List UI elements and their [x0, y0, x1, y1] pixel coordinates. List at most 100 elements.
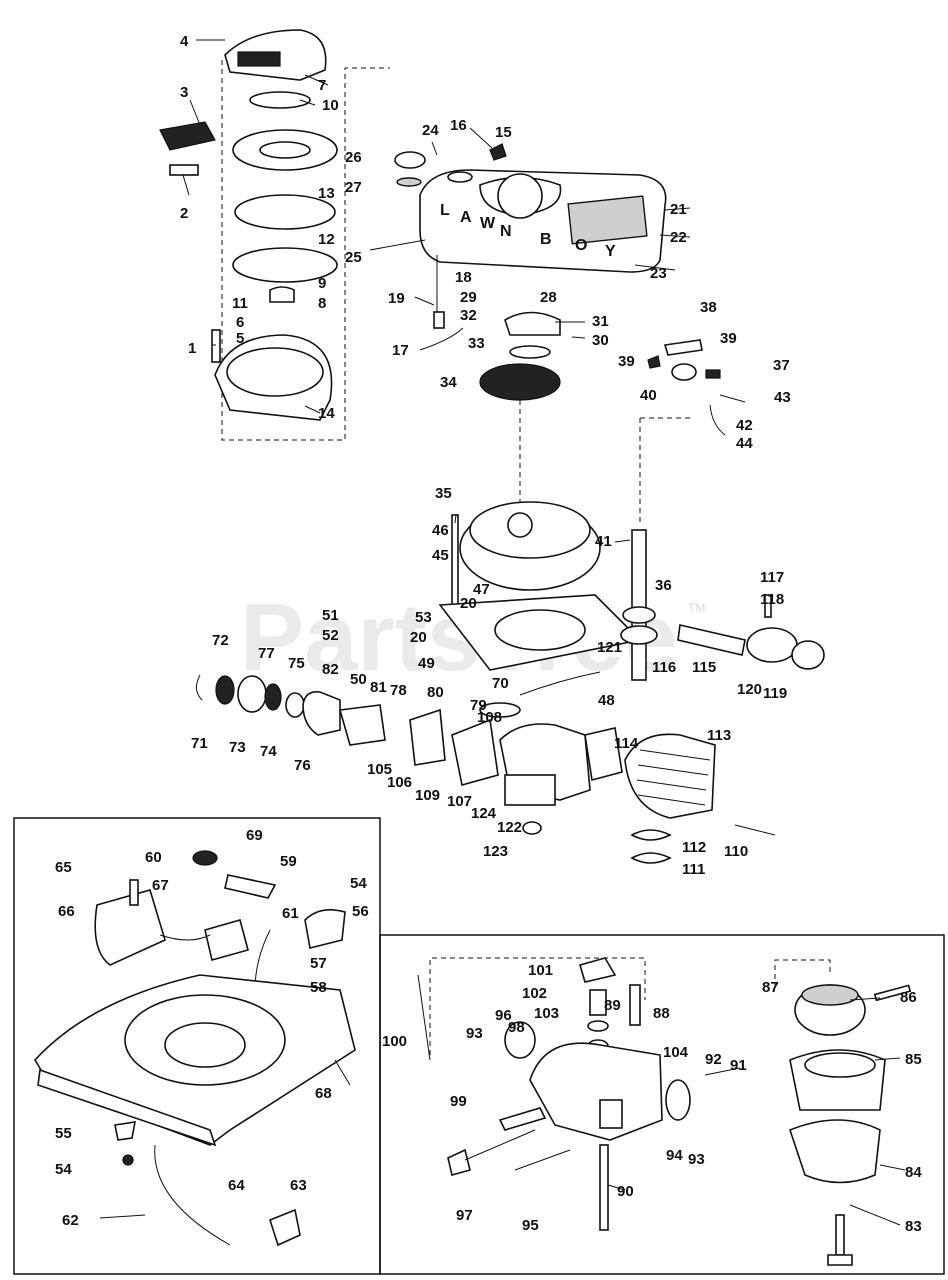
callout-52: 52	[322, 627, 339, 644]
callout-59: 59	[280, 853, 297, 870]
callout-39: 39	[720, 330, 737, 347]
callout-84: 84	[905, 1164, 922, 1181]
callout-99: 99	[450, 1093, 467, 1110]
flywheel-crankshaft	[438, 501, 825, 696]
brand-letter: Y	[605, 243, 616, 260]
callout-100: 100	[382, 1033, 407, 1050]
inset-box-carburetor	[379, 934, 945, 1275]
callout-65: 65	[55, 859, 72, 876]
callout-54: 54	[350, 875, 367, 892]
callout-122: 122	[497, 819, 522, 836]
callout-10: 10	[322, 97, 339, 114]
callout-96: 96	[495, 1007, 512, 1024]
base-assembly	[34, 850, 356, 1247]
callout-29: 29	[460, 289, 477, 306]
callout-94: 94	[666, 1147, 683, 1164]
callout-69: 69	[246, 827, 263, 844]
callout-119: 119	[763, 685, 787, 702]
callout-4: 4	[180, 33, 189, 50]
callout-20: 20	[410, 629, 427, 646]
callout-48: 48	[598, 692, 615, 709]
callout-16: 16	[450, 117, 467, 134]
cylinder-row	[196, 674, 776, 864]
callout-39: 39	[618, 353, 635, 370]
callout-67: 67	[152, 877, 169, 894]
callout-25: 25	[345, 249, 362, 266]
callout-14: 14	[318, 405, 335, 422]
callout-92: 92	[705, 1051, 722, 1068]
callout-121: 121	[597, 639, 622, 656]
callout-68: 68	[315, 1085, 332, 1102]
callout-91: 91	[730, 1057, 747, 1074]
callout-43: 43	[774, 389, 791, 406]
callout-108: 108	[477, 709, 502, 726]
callout-63: 63	[290, 1177, 307, 1194]
callout-98: 98	[508, 1019, 525, 1036]
callout-75: 75	[288, 655, 305, 672]
brand-letter: N	[500, 223, 512, 240]
callout-28: 28	[540, 289, 557, 306]
callout-9: 9	[318, 275, 326, 292]
callout-13: 13	[318, 185, 335, 202]
callout-120: 120	[737, 681, 762, 698]
callout-1: 1	[188, 340, 196, 357]
brand-letter: B	[540, 231, 552, 248]
callout-3: 3	[180, 84, 188, 101]
callout-36: 36	[655, 577, 672, 594]
callout-62: 62	[62, 1212, 79, 1229]
callout-15: 15	[495, 124, 512, 141]
callout-61: 61	[282, 905, 299, 922]
callout-46: 46	[432, 522, 449, 539]
callout-49: 49	[418, 655, 435, 672]
brand-letter: A	[460, 209, 472, 226]
callout-74: 74	[260, 743, 277, 760]
callout-70: 70	[492, 675, 509, 692]
callout-114: 114	[614, 735, 639, 752]
callout-34: 34	[440, 374, 457, 391]
callout-82: 82	[322, 661, 339, 678]
callout-12: 12	[318, 231, 335, 248]
callout-112: 112	[682, 839, 706, 856]
callout-83: 83	[905, 1218, 922, 1235]
callout-77: 77	[258, 645, 275, 662]
ignition-parts	[639, 339, 746, 525]
callout-111: 111	[682, 861, 705, 878]
callout-7: 7	[318, 77, 326, 94]
callout-56: 56	[352, 903, 369, 920]
starter-assembly	[159, 29, 390, 441]
callout-117: 117	[760, 569, 784, 586]
callout-57: 57	[310, 955, 327, 972]
callout-53: 53	[415, 609, 432, 626]
callout-58: 58	[310, 979, 327, 996]
callout-115: 115	[692, 659, 716, 676]
callout-18: 18	[455, 269, 472, 286]
callout-109: 109	[415, 787, 440, 804]
callout-66: 66	[58, 903, 75, 920]
callout-71: 71	[191, 735, 208, 752]
callout-23: 23	[650, 265, 667, 282]
callout-19: 19	[388, 290, 405, 307]
callout-116: 116	[652, 659, 676, 676]
watermark-tm: TM	[688, 601, 705, 615]
callout-37: 37	[773, 357, 790, 374]
callout-123: 123	[483, 843, 508, 860]
callout-95: 95	[522, 1217, 539, 1234]
callout-90: 90	[617, 1183, 634, 1200]
engine-shroud: L A W N B O Y	[394, 143, 667, 520]
callout-31: 31	[592, 313, 609, 330]
callout-73: 73	[229, 739, 246, 756]
callout-51: 51	[322, 607, 339, 624]
callout-45: 45	[432, 547, 449, 564]
callout-101: 101	[528, 962, 553, 979]
callout-44: 44	[736, 435, 753, 452]
callout-97: 97	[456, 1207, 473, 1224]
callout-81: 81	[370, 679, 387, 696]
callout-106: 106	[387, 774, 412, 791]
callout-2: 2	[180, 205, 188, 222]
callout-22: 22	[670, 229, 687, 246]
callout-110: 110	[724, 843, 748, 860]
callout-5: 5	[236, 330, 244, 347]
brand-letter: O	[575, 237, 587, 254]
callout-118: 118	[760, 591, 784, 608]
